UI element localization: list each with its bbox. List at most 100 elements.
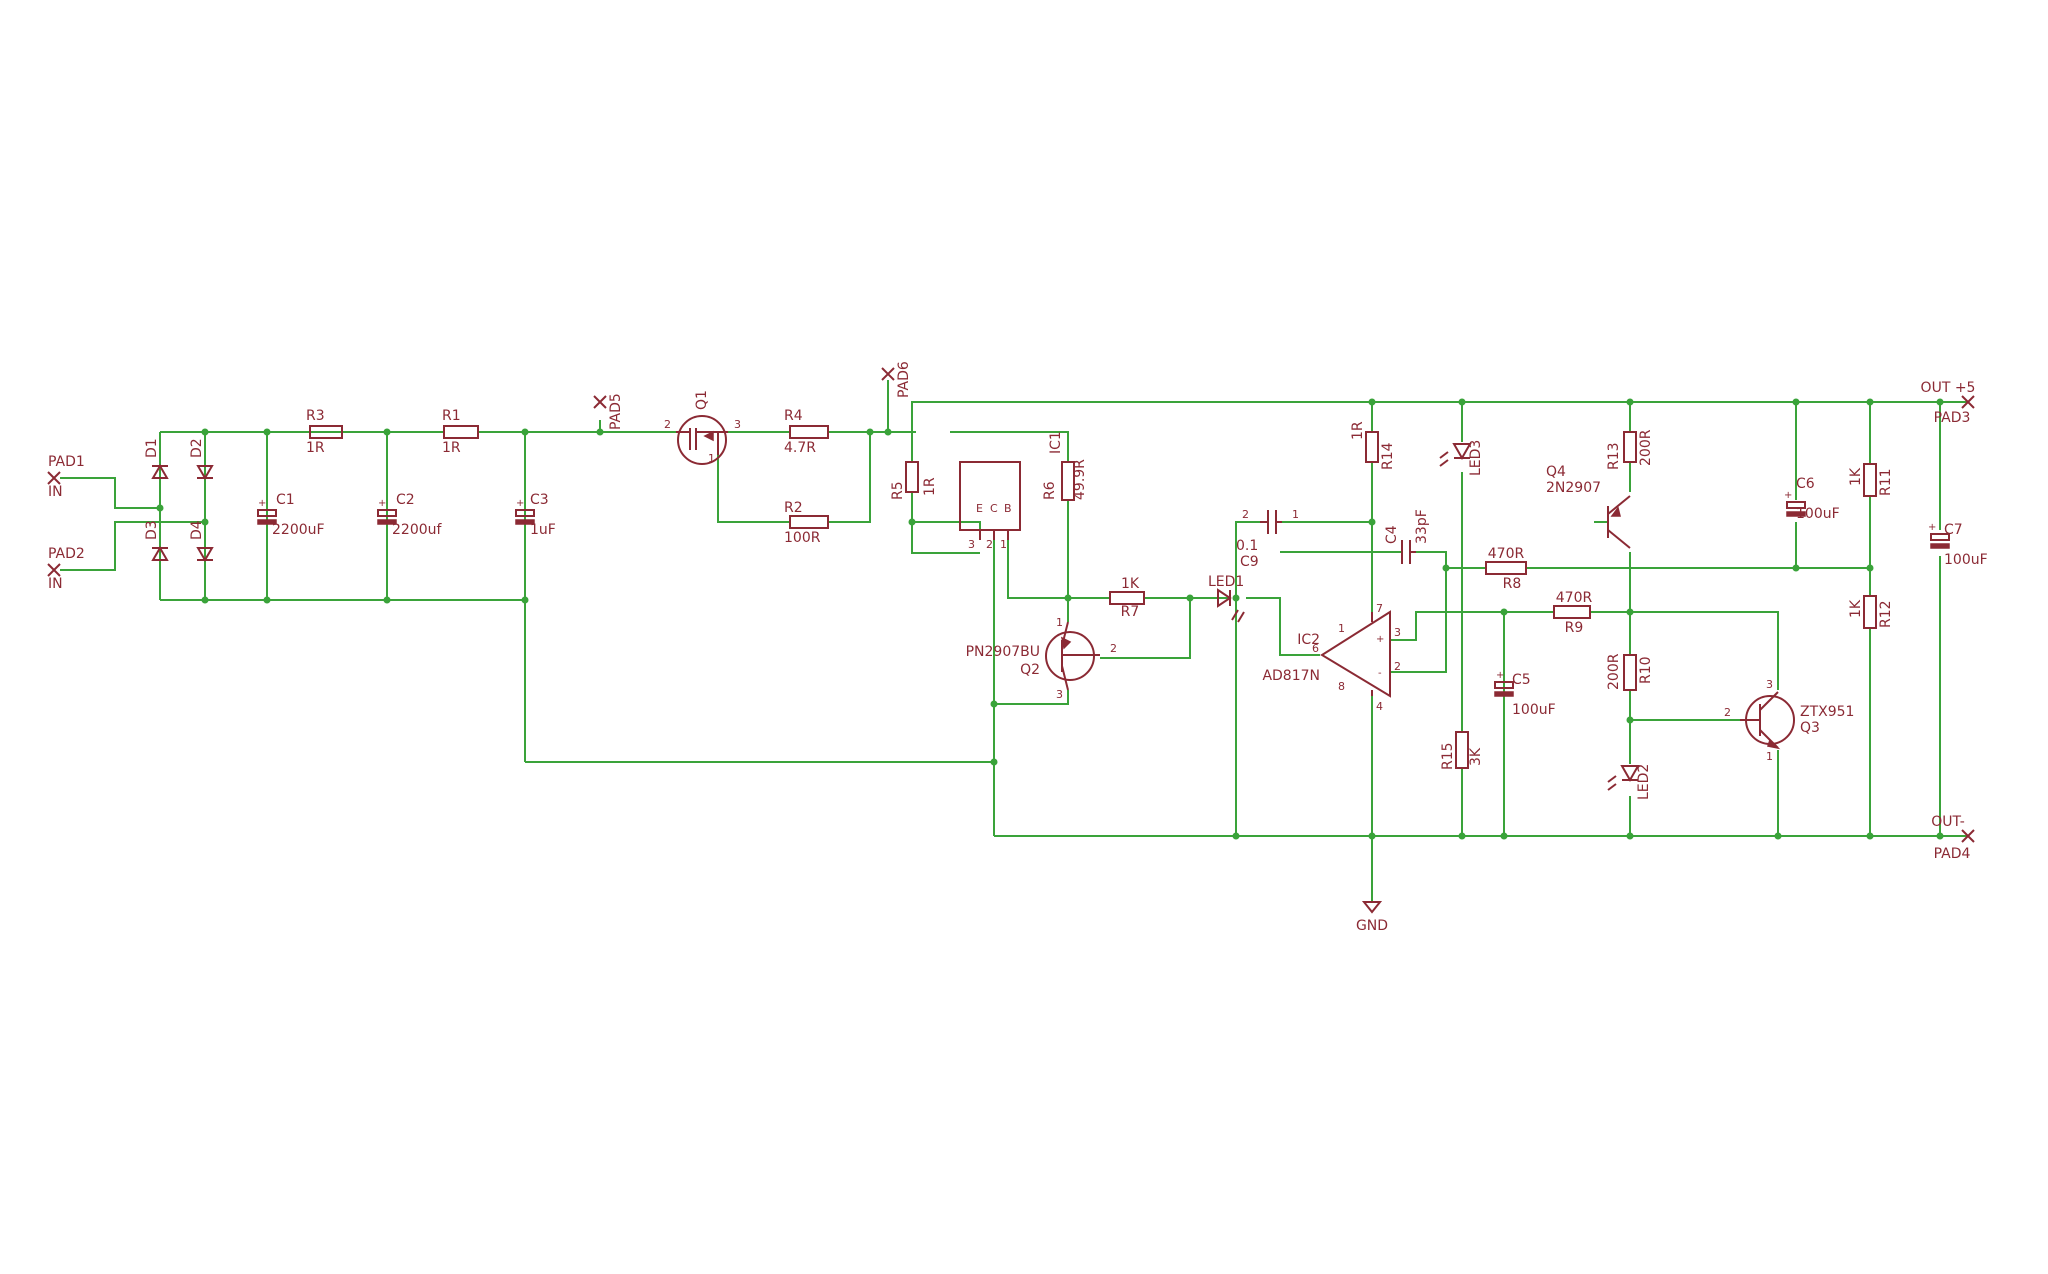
resistor-r9: 470R R9 [1553, 590, 1593, 636]
junctions [156, 398, 1944, 840]
c7-value: 100uF [1944, 552, 1988, 568]
svg-text:+: + [1496, 670, 1504, 681]
pad2-net: IN [48, 576, 63, 592]
q3-pin2: 2 [1724, 706, 1731, 719]
resistor-r14: 1R R14 [1350, 421, 1396, 470]
resistor-r2: R2 100R [784, 500, 829, 546]
r13-name: R13 [1606, 442, 1622, 470]
c9-name: C9 [1240, 554, 1259, 570]
ic2-value: AD817N [1262, 668, 1320, 684]
resistor-r6: R6 49.9R [1042, 459, 1088, 501]
r7-name: R7 [1121, 604, 1140, 620]
ic1-pin-e: E [976, 502, 983, 515]
ic1-name: IC1 [1048, 431, 1064, 454]
r12-value: 1K [1848, 599, 1864, 618]
r6-name: R6 [1042, 481, 1058, 500]
q2-pin3: 3 [1056, 688, 1063, 701]
r8-value: 470R [1488, 546, 1525, 562]
d4-label: D4 [189, 520, 205, 540]
c9-value: 0.1 [1236, 538, 1258, 554]
r2-name: R2 [784, 500, 803, 516]
diode-d4: D4 [189, 520, 214, 562]
r11-name: R11 [1878, 468, 1894, 496]
q2-pin2: 2 [1110, 642, 1117, 655]
opamp-ic2: 7 4 6 3 2 1 8 + - IC2 AD817N [1262, 602, 1401, 713]
c1-name: C1 [276, 492, 295, 508]
r5-value: 1R [922, 477, 938, 496]
capacitor-c2: + C2 2200uf [377, 492, 443, 538]
c2-name: C2 [396, 492, 415, 508]
resistor-r8: 470R R8 [1485, 546, 1527, 592]
c5-name: C5 [1512, 672, 1531, 688]
ic2-pin7: 7 [1376, 602, 1383, 615]
capacitor-c4: C4 33pF [1384, 509, 1430, 564]
pad5-name: PAD5 [608, 393, 624, 430]
diode-d1: D1 [144, 438, 169, 479]
svg-text:+: + [1784, 490, 1792, 501]
c9-pin2: 2 [1242, 508, 1249, 521]
r14-name: R14 [1380, 442, 1396, 470]
pad1: PAD1 IN [47, 454, 85, 500]
led-led1: LED1 [1208, 574, 1245, 623]
pad4: OUT- PAD4 [1931, 814, 1975, 862]
ic1-pin1: 1 [1000, 538, 1007, 551]
pad6: PAD6 [881, 361, 912, 398]
svg-text:+: + [516, 498, 524, 509]
ic2-pin1: 1 [1338, 622, 1345, 635]
c9-pin1: 1 [1292, 508, 1299, 521]
q1-label: Q1 [694, 390, 710, 410]
resistor-r13: R13 200R [1606, 429, 1654, 470]
ic1-pin3: 3 [968, 538, 975, 551]
capacitor-c1: + C1 2200uF [257, 492, 325, 538]
r15-name: R15 [1440, 742, 1456, 770]
q3-name: Q3 [1800, 720, 1820, 736]
r10-name: R10 [1638, 656, 1654, 684]
led3-label: LED3 [1468, 440, 1484, 476]
q2-value: PN2907BU [966, 644, 1040, 660]
r5-name: R5 [890, 481, 906, 500]
r11-value: 1K [1848, 467, 1864, 486]
pad3-net: OUT +5 [1921, 380, 1976, 396]
r9-value: 470R [1556, 590, 1593, 606]
d1-label: D1 [144, 438, 160, 458]
q4-name: Q4 [1546, 464, 1566, 480]
q3-pin3: 3 [1766, 678, 1773, 691]
ic2-name: IC2 [1297, 632, 1320, 648]
pad6-name: PAD6 [896, 361, 912, 398]
ic2-pin3: 3 [1394, 626, 1401, 639]
ic2-pin2: 2 [1394, 660, 1401, 673]
r8-name: R8 [1503, 576, 1522, 592]
q1-pin1: 1 [708, 452, 715, 465]
c7-name: C7 [1944, 522, 1963, 538]
svg-text:+: + [1928, 522, 1936, 533]
ic2-pin4: 4 [1376, 700, 1383, 713]
pad5: PAD5 [593, 393, 624, 430]
r2-value: 100R [784, 530, 821, 546]
q4-value: 2N2907 [1546, 480, 1601, 496]
ic2-minus: - [1378, 668, 1382, 679]
resistor-r12: 1K R12 [1848, 595, 1894, 629]
wires [60, 380, 1968, 902]
capacitor-c6: + C6 100uF [1784, 476, 1840, 522]
c6-name: C6 [1796, 476, 1815, 492]
diode-d2: D2 [189, 438, 214, 480]
svg-text:+: + [378, 498, 386, 509]
led-led2: LED2 [1607, 764, 1652, 800]
ic1-pin-b: B [1004, 502, 1012, 515]
regulator-ic1: E C B 3 2 1 IC1 [959, 431, 1064, 551]
r1-value: 1R [442, 440, 461, 456]
r10-value: 200R [1606, 653, 1622, 690]
ic1-pin-c: C [990, 502, 998, 515]
transistor-q2: 1 2 3 PN2907BU Q2 [966, 616, 1117, 701]
q1-pin2: 2 [664, 418, 671, 431]
d3-label: D3 [144, 520, 160, 540]
c3-name: C3 [530, 492, 549, 508]
c6-value: 100uF [1796, 506, 1840, 522]
r3-value: 1R [306, 440, 325, 456]
capacitor-c3: + C3 1uF [515, 492, 556, 538]
resistor-r4: R4 4.7R [784, 408, 829, 456]
transistor-q3: 2 3 1 ZTX951 Q3 [1724, 678, 1854, 763]
r4-name: R4 [784, 408, 803, 424]
pad2-name: PAD2 [48, 546, 85, 562]
